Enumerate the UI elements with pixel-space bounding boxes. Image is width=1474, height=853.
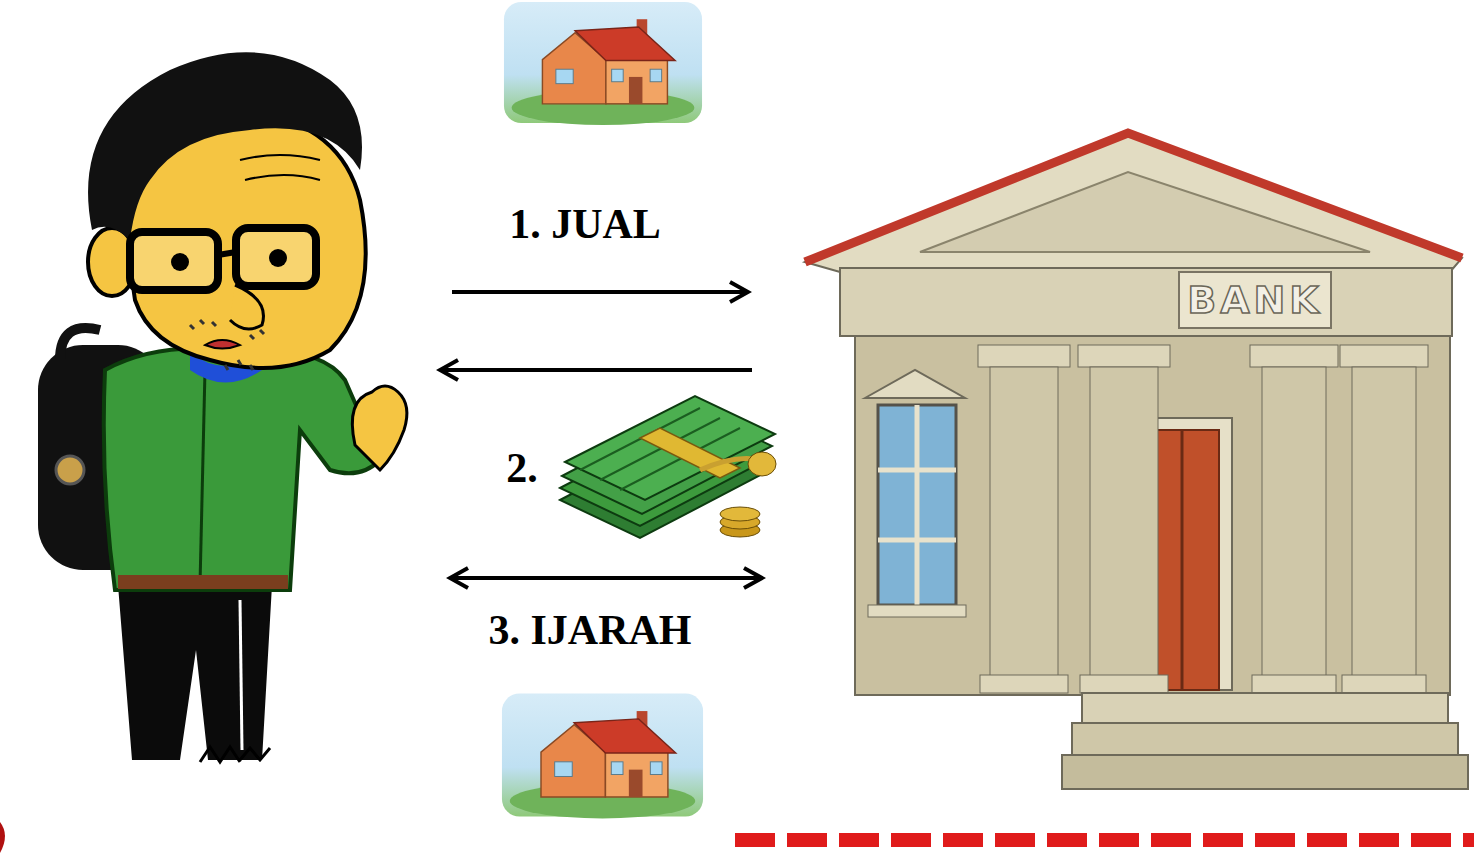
eye xyxy=(171,253,189,271)
window-sill xyxy=(868,605,966,617)
column xyxy=(978,345,1070,693)
trousers xyxy=(118,585,272,760)
column-base xyxy=(1342,675,1426,693)
bank-step xyxy=(1082,693,1448,723)
column-capital xyxy=(978,345,1070,367)
stubble xyxy=(190,320,264,370)
column-base xyxy=(1080,675,1168,693)
house-icon xyxy=(502,694,703,819)
money-band xyxy=(640,428,740,478)
bank-building xyxy=(805,133,1468,789)
payment-arrow xyxy=(440,368,752,372)
backpack-strap xyxy=(60,328,100,360)
column-shaft xyxy=(1090,367,1158,677)
column-base xyxy=(980,675,1068,693)
jacket xyxy=(104,349,380,590)
bank-step xyxy=(1062,755,1468,789)
backpack-badge xyxy=(56,456,84,484)
node-text: BANK xyxy=(1187,278,1323,322)
step-label: 3. IJARAH xyxy=(430,606,750,654)
column-shaft xyxy=(1352,367,1416,677)
mouth xyxy=(205,340,240,349)
corner-mark xyxy=(0,822,5,853)
sell-arrow xyxy=(452,290,748,294)
entablature xyxy=(840,268,1452,336)
house-icon xyxy=(504,2,702,125)
belt xyxy=(118,575,288,589)
glasses-lens xyxy=(130,232,218,290)
raised-hand xyxy=(352,386,407,470)
glasses-lens xyxy=(236,228,316,286)
window-pediment xyxy=(865,370,965,398)
window-bars xyxy=(878,405,956,605)
trouser-stripe xyxy=(240,600,242,750)
door-split xyxy=(1181,430,1184,690)
forehead-lines xyxy=(240,155,320,180)
column-capital xyxy=(1250,345,1338,367)
bank-sign: BANK xyxy=(1178,271,1332,329)
column xyxy=(1340,345,1428,693)
banknote-lines xyxy=(580,408,740,490)
column-capital xyxy=(1340,345,1428,367)
nose xyxy=(230,285,263,329)
lease-arrow xyxy=(450,576,762,580)
bank-step xyxy=(1072,723,1458,755)
eye xyxy=(269,249,287,267)
glasses-bridge xyxy=(218,252,236,255)
jacket-zip xyxy=(200,370,205,585)
person-figure xyxy=(38,52,407,762)
coin xyxy=(720,507,760,521)
feet xyxy=(200,747,270,762)
bank-pediment xyxy=(805,133,1462,272)
banknote xyxy=(565,396,775,500)
bank-wall xyxy=(855,330,1450,695)
step-label: 1. JUAL xyxy=(470,200,700,248)
column xyxy=(1250,345,1338,693)
column-shaft xyxy=(990,367,1058,677)
column xyxy=(1078,345,1170,693)
column-shaft xyxy=(1262,367,1326,677)
bank-roof xyxy=(805,133,1462,262)
coin xyxy=(748,452,776,476)
bank-window xyxy=(878,405,956,605)
column-base xyxy=(1252,675,1336,693)
money-stack xyxy=(560,396,776,538)
callout-number: 2. xyxy=(492,444,552,492)
footer-rule xyxy=(735,833,1474,847)
column-capital xyxy=(1078,345,1170,367)
pediment-inner xyxy=(920,172,1370,252)
hair xyxy=(88,52,362,240)
